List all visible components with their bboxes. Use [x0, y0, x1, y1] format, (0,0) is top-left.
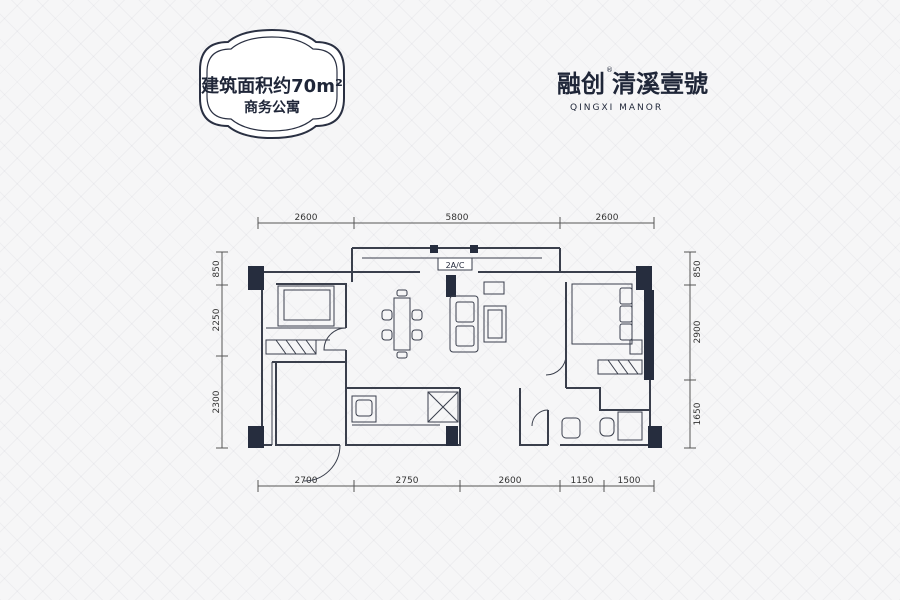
- brand-registered-mark: ®: [606, 66, 613, 74]
- top-dimension-line: [257, 217, 655, 229]
- left-dimension-line: [216, 251, 228, 449]
- right-wardrobe: [597, 359, 643, 375]
- door-swings: [303, 327, 567, 482]
- kitchen-counter: [351, 391, 459, 426]
- dim-bottom-5: 1500: [618, 476, 641, 486]
- floor-plan-walls: [261, 247, 651, 446]
- bottom-dimension-line: [257, 480, 655, 492]
- structural-columns: [248, 245, 662, 448]
- brand-logo: 融创 ® 清溪壹號 QINGXI MANOR: [557, 66, 708, 113]
- dim-right-1: 850: [693, 260, 703, 277]
- dim-right-3: 1650: [693, 402, 703, 425]
- left-wardrobe: [265, 339, 317, 355]
- brand-english-name: QINGXI MANOR: [570, 103, 663, 113]
- dim-bottom-2: 2750: [396, 476, 419, 486]
- dim-right-2: 2900: [693, 320, 703, 343]
- dim-left-2: 2250: [212, 308, 222, 331]
- right-bedroom-bed: [571, 283, 643, 355]
- dim-top-2: 5800: [446, 213, 469, 223]
- brand-name-b: 清溪壹號: [612, 69, 708, 98]
- dim-bottom-3: 2600: [499, 476, 522, 486]
- dim-left-3: 2300: [212, 390, 222, 413]
- dim-top-3: 2600: [596, 213, 619, 223]
- ac-unit-label: 2A/C: [446, 261, 465, 270]
- right-bathroom: [561, 411, 643, 441]
- left-bedroom-bed: [277, 285, 335, 327]
- living-sofa: [449, 281, 507, 353]
- dim-top-1: 2600: [295, 213, 318, 223]
- badge-type-text: 商务公寓: [244, 99, 300, 116]
- dim-left-1: 850: [212, 260, 222, 277]
- dining-table: [381, 289, 423, 359]
- brand-name-a: 融创: [557, 69, 605, 98]
- badge-area-text: 建筑面积约70m²: [201, 75, 343, 97]
- area-badge: 建筑面积约70m² 商务公寓: [199, 28, 345, 140]
- ac-unit-box: [437, 257, 473, 271]
- dim-bottom-4: 1150: [571, 476, 594, 486]
- right-dimension-line: [684, 251, 696, 449]
